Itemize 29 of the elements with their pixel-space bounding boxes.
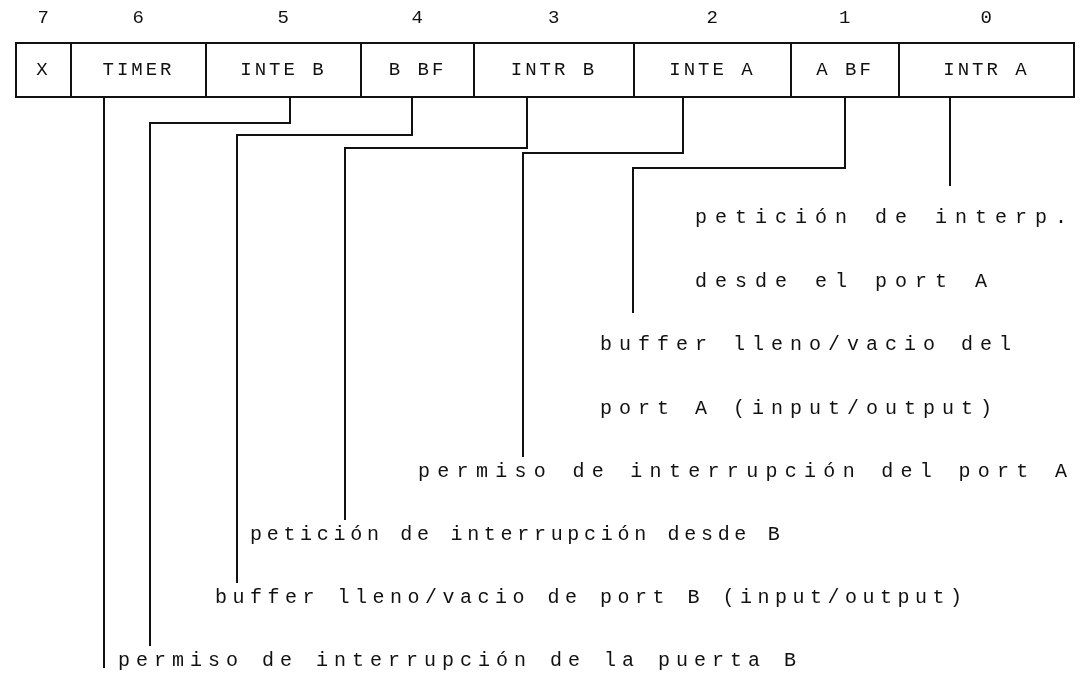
leader-line <box>344 97 528 521</box>
register-field: A BF <box>790 42 900 98</box>
field-description: buffer lleno/vacio del port A (input/output) <box>600 313 1070 441</box>
leader-line <box>149 97 291 647</box>
bit-number: 7 <box>37 6 49 30</box>
field-description: buffer lleno/vacio de port B (input/output) <box>215 583 968 613</box>
register-field: INTE B <box>205 42 362 98</box>
register-field: TIMER <box>70 42 207 98</box>
leader-line <box>103 97 105 669</box>
bit-number: 3 <box>548 6 560 30</box>
register-field: B BF <box>360 42 475 98</box>
leader-line <box>949 97 951 187</box>
register-field: INTR B <box>473 42 635 98</box>
bit-number: 6 <box>132 6 144 30</box>
bit-number: 2 <box>706 6 718 30</box>
register-field: INTE A <box>633 42 792 98</box>
field-description: permiso de interrupción de la puerta B <box>118 646 803 676</box>
field-description: petición de interp. desde el port A <box>695 186 1088 314</box>
bit-number: 4 <box>411 6 423 30</box>
bit-number: 5 <box>277 6 289 30</box>
field-description: permiso de interrupción del port A <box>418 457 1075 487</box>
leader-line <box>522 97 684 458</box>
register-field: X <box>15 42 72 98</box>
field-description: petición de interrupción desde B <box>250 520 785 550</box>
bit-number: 0 <box>980 6 992 30</box>
bit-number: 1 <box>839 6 851 30</box>
register-field: INTR A <box>898 42 1075 98</box>
leader-line <box>632 97 846 314</box>
leader-line <box>236 97 413 584</box>
